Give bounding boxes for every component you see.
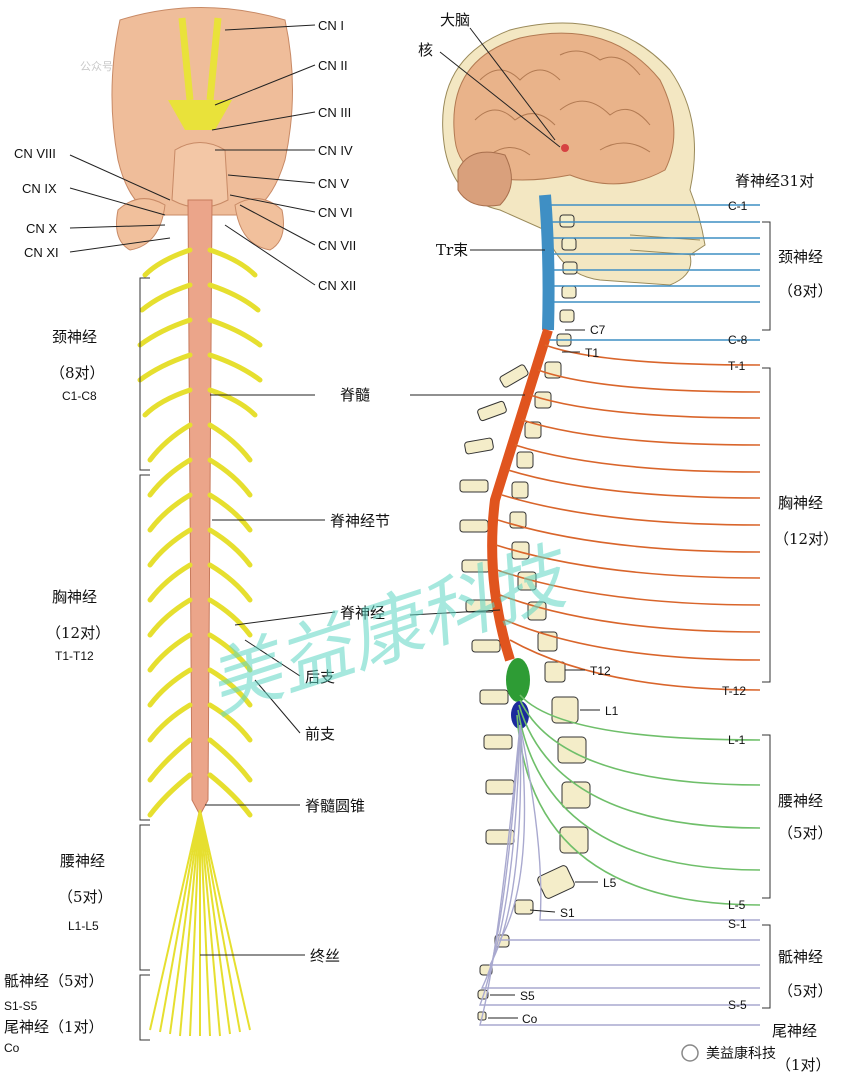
- label-l1-vertebra: L1: [605, 704, 619, 718]
- right-leader-lines: [409, 27, 600, 1019]
- label-cn-iii: CN III: [318, 105, 351, 120]
- label-spinal-nerves-total: 脊神经31对: [735, 172, 814, 190]
- cerebellum-right: [234, 198, 284, 251]
- label-c1: C-1: [728, 199, 748, 213]
- wechat-badge: 美益康科技: [681, 1044, 776, 1062]
- label-co: Co: [522, 1012, 538, 1026]
- label-right-lumbar-count: （5对）: [778, 824, 833, 842]
- cn-leader-lines: [69, 24, 316, 286]
- label-cervical: 颈神经: [52, 328, 97, 346]
- label-spinal-nerve: 脊神经: [340, 604, 385, 622]
- label-right-coccygeal-count: （1对）: [776, 1056, 831, 1074]
- cervical-nerves: [548, 204, 760, 341]
- label-right-thoracic-count: （12对）: [774, 530, 838, 548]
- label-s5-vertebra: S5: [520, 989, 535, 1003]
- center-leader-lines: [200, 394, 336, 956]
- brain-stem: [171, 142, 229, 208]
- brain-gyri: [474, 50, 651, 156]
- label-c8: C-8: [728, 333, 748, 347]
- left-brackets: [139, 277, 150, 1041]
- label-right-sacral: 骶神经: [778, 948, 823, 966]
- label-l5-vertebra: L5: [603, 876, 617, 890]
- label-anterior-branch: 前支: [305, 725, 335, 743]
- label-lumbar-count: （5对）: [58, 888, 113, 906]
- label-thoracic-count: （12对）: [46, 624, 110, 642]
- label-cn-ix: CN IX: [22, 181, 57, 196]
- label-right-thoracic: 胸神经: [778, 494, 823, 512]
- label-sacral: 骶神经（5对）: [4, 972, 104, 990]
- label-s1: S-1: [728, 917, 747, 931]
- cauda-equina: [149, 809, 251, 1037]
- label-right-sacral-count: （5对）: [778, 982, 833, 1000]
- label-right-cervical: 颈神经: [778, 248, 823, 266]
- olfactory-nerve: [178, 17, 222, 101]
- label-cervical-count: （8对）: [50, 364, 105, 382]
- cord-lumbar-segment: [506, 658, 530, 702]
- label-posterior-branch: 后支: [305, 668, 335, 686]
- label-thoracic: 胸神经: [52, 588, 97, 606]
- right-anatomy: [409, 22, 771, 1026]
- label-s1-vertebra: S1: [560, 906, 575, 920]
- label-cn-x: CN X: [26, 221, 57, 236]
- label-t12: T-12: [722, 684, 746, 698]
- watermark-brand: 美益康科技: [706, 1045, 776, 1062]
- label-cn-xii: CN XII: [318, 278, 356, 293]
- label-cn-vi: CN VI: [318, 205, 353, 220]
- label-sacral-range: S1-S5: [4, 999, 38, 1013]
- label-cn-xi: CN XI: [24, 245, 59, 260]
- label-t1-vertebra: T1: [585, 346, 599, 360]
- label-cn-viii: CN VIII: [14, 146, 56, 161]
- left-spinal-nerves: [137, 247, 263, 818]
- vertebrae: [459, 214, 591, 1021]
- cerebellum: [457, 151, 512, 207]
- thoracic-nerves: [495, 344, 761, 691]
- right-labels: 大脑 核 Tr束 脊神经31对 C-1 C7 C-8 T1 T-1 T12 T-…: [418, 11, 838, 1074]
- label-spinal-cord: 脊髓: [340, 386, 370, 404]
- label-c7: C7: [590, 323, 606, 337]
- label-coccygeal-range: Co: [4, 1041, 20, 1055]
- label-cn-v: CN V: [318, 176, 349, 191]
- label-right-coccygeal: 尾神经: [772, 1022, 817, 1040]
- cord-cervical: [539, 194, 555, 331]
- label-cn-ii: CN II: [318, 58, 348, 73]
- label-right-cervical-count: （8对）: [778, 282, 833, 300]
- label-lumbar: 腰神经: [60, 852, 105, 870]
- left-cranial-labels: CN I CN II CN III CN IV CN V CN VI CN VI…: [14, 18, 356, 293]
- label-l5: L-5: [728, 898, 746, 912]
- label-t1: T-1: [728, 359, 746, 373]
- wechat-icon: [681, 1044, 699, 1062]
- label-cerebrum: 大脑: [440, 11, 470, 29]
- watermark-account: 公众号: [80, 60, 113, 73]
- label-thoracic-range: T1-T12: [55, 649, 94, 663]
- label-coccygeal: 尾神经（1对）: [4, 1018, 104, 1036]
- label-spinal-ganglion: 脊神经节: [330, 512, 390, 530]
- label-cn-vii: CN VII: [318, 238, 356, 253]
- left-region-labels: 颈神经 （8对） C1-C8 胸神经 （12对） T1-T12 腰神经 （5对）…: [4, 328, 113, 1055]
- cord-thoracic: [487, 328, 553, 662]
- label-conus-medullaris: 脊髓圆锥: [305, 797, 365, 815]
- label-nucleus: 核: [418, 41, 433, 59]
- label-cervical-range: C1-C8: [62, 389, 97, 403]
- label-t12-vertebra: T12: [590, 664, 611, 678]
- label-tract: Tr束: [436, 241, 468, 259]
- label-right-lumbar: 腰神经: [778, 792, 823, 810]
- nucleus-dot: [561, 144, 569, 152]
- label-cn-i: CN I: [318, 18, 344, 33]
- center-labels: 脊髓 脊神经节 脊神经 后支 前支 脊髓圆锥 终丝: [305, 386, 390, 965]
- label-filum-terminale: 终丝: [310, 947, 340, 965]
- left-anatomy: [69, 7, 336, 1041]
- label-lumbar-range: L1-L5: [68, 919, 99, 933]
- optic-chiasm: [168, 100, 232, 130]
- lumbar-nerves: [516, 694, 761, 906]
- label-s5: S-5: [728, 998, 747, 1012]
- spinal-cord: [187, 199, 213, 817]
- label-cn-iv: CN IV: [318, 143, 353, 158]
- right-brackets: [762, 221, 771, 1009]
- watermark-large: 美益康科技: [196, 532, 582, 731]
- label-l1: L-1: [728, 733, 746, 747]
